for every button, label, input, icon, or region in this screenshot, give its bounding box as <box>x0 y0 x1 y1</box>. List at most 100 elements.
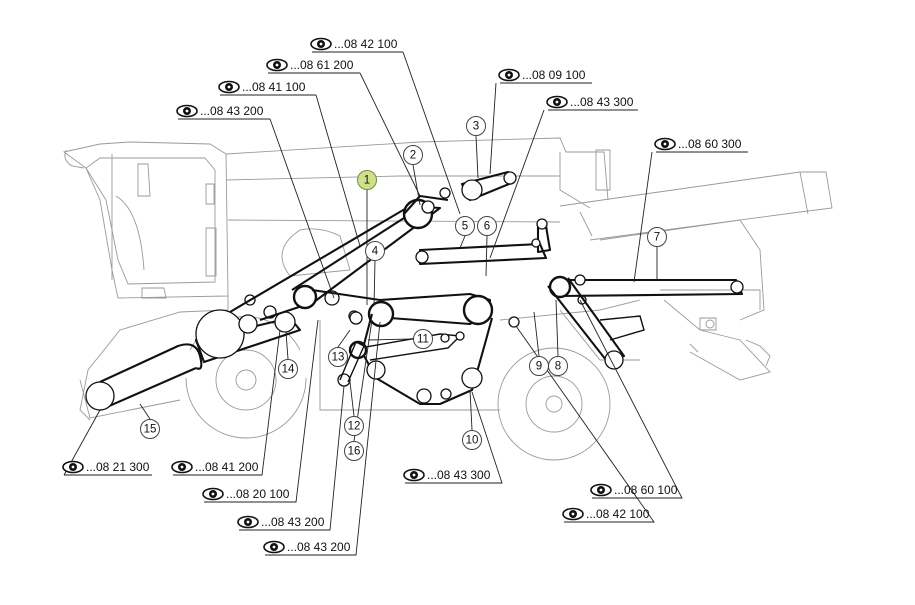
belt-5 <box>418 242 548 266</box>
callout-11[interactable]: 11 <box>413 329 433 349</box>
belt-6 <box>536 224 552 254</box>
belt-main-2 <box>291 217 405 291</box>
callout-8[interactable]: 8 <box>548 356 568 376</box>
reference-labels: ...08 42 100 ...08 61 200 ...08 09 100 ...0… <box>62 37 742 554</box>
reference-text: ...08 42 100 <box>334 37 398 51</box>
reference-label[interactable]: ...08 43 200 <box>263 540 351 554</box>
reference-label[interactable]: ...08 42 100 <box>310 37 398 51</box>
reference-text: ...08 60 300 <box>678 137 742 151</box>
reference-label[interactable]: ...08 43 300 <box>546 95 634 109</box>
reference-text: ...08 43 200 <box>200 104 264 118</box>
belt-14 <box>194 316 302 364</box>
reference-text: ...08 60 100 <box>614 483 678 497</box>
leader-lines <box>63 51 748 556</box>
callout-circle <box>413 329 433 349</box>
eye-icon <box>266 58 288 72</box>
callout-number: 9 <box>536 361 542 373</box>
callout-3[interactable]: 3 <box>466 116 486 136</box>
reference-label[interactable]: ...08 61 200 <box>266 58 354 72</box>
eye-icon <box>310 37 332 51</box>
eye-icon <box>237 515 259 529</box>
reference-text: ...08 61 200 <box>290 58 354 72</box>
reference-label[interactable]: ...08 43 300 <box>403 468 491 482</box>
callout-circle <box>462 430 482 450</box>
callout-circle <box>278 359 298 379</box>
eye-icon <box>263 540 285 554</box>
callout-circle <box>466 116 486 136</box>
callout-number: 11 <box>417 334 429 346</box>
callout-circle <box>455 216 475 236</box>
reference-label[interactable]: ...08 20 100 <box>202 487 290 501</box>
callout-circle <box>529 356 549 376</box>
reference-text: ...08 21 300 <box>86 460 150 474</box>
callout-number: 15 <box>144 424 157 436</box>
callout-12[interactable]: 12 <box>344 416 364 436</box>
reference-text: ...08 43 300 <box>427 468 491 482</box>
machine-outline <box>62 137 833 461</box>
belts <box>85 170 744 411</box>
callout-number: 12 <box>348 421 361 433</box>
reference-label[interactable]: ...08 42 100 <box>562 507 650 521</box>
eye-icon <box>176 104 198 118</box>
eye-icon <box>403 468 425 482</box>
callout-number: 8 <box>555 361 561 373</box>
callout-9[interactable]: 9 <box>529 356 549 376</box>
reference-text: ...08 41 100 <box>242 80 306 94</box>
callout-circle <box>365 241 385 261</box>
callout-circle <box>328 347 348 367</box>
reference-text: ...08 43 200 <box>261 515 325 529</box>
callout-number: 10 <box>466 435 479 447</box>
callout-circle <box>477 216 497 236</box>
callout-number: 14 <box>282 364 295 376</box>
eye-icon <box>654 137 676 151</box>
reference-label[interactable]: ...08 21 300 <box>62 460 150 474</box>
callout-1[interactable]: 1 <box>357 170 377 190</box>
callout-number: 1 <box>364 175 370 187</box>
reference-text: ...08 20 100 <box>226 487 290 501</box>
reference-label[interactable]: ...08 41 200 <box>171 460 259 474</box>
eye-icon <box>498 68 520 82</box>
callout-circle <box>344 441 364 461</box>
callout-circle <box>403 145 423 165</box>
reference-label[interactable]: ...08 41 100 <box>218 80 306 94</box>
callout-16[interactable]: 16 <box>344 441 364 461</box>
reference-text: ...08 43 300 <box>570 95 634 109</box>
reference-text: ...08 09 100 <box>522 68 586 82</box>
reference-label[interactable]: ...08 60 300 <box>654 137 742 151</box>
reference-text: ...08 43 200 <box>287 540 351 554</box>
belt-15 <box>99 343 203 411</box>
callout-number: 13 <box>332 352 345 364</box>
reference-label[interactable]: ...08 09 100 <box>498 68 586 82</box>
callout-number: 3 <box>473 121 479 133</box>
reference-label[interactable]: ...08 43 200 <box>176 104 264 118</box>
callout-13[interactable]: 13 <box>328 347 348 367</box>
belt-7 <box>559 278 744 298</box>
callout-15[interactable]: 15 <box>140 419 160 439</box>
callout-number: 5 <box>462 221 468 233</box>
reference-text: ...08 42 100 <box>586 507 650 521</box>
callout-5[interactable]: 5 <box>455 216 475 236</box>
eye-icon <box>562 507 584 521</box>
eye-icon <box>546 95 568 109</box>
eye-icon <box>171 460 193 474</box>
belt-4 <box>311 288 492 326</box>
reference-label[interactable]: ...08 60 100 <box>590 483 678 497</box>
callout-circle <box>647 227 667 247</box>
callout-number: 7 <box>654 232 660 244</box>
callout-number: 6 <box>484 221 490 233</box>
eye-icon <box>62 460 84 474</box>
callout-7[interactable]: 7 <box>647 227 667 247</box>
eye-icon <box>218 80 240 94</box>
callout-circle <box>344 416 364 436</box>
eye-icon <box>590 483 612 497</box>
callout-6[interactable]: 6 <box>477 216 497 236</box>
callout-4[interactable]: 4 <box>365 241 385 261</box>
reference-label[interactable]: ...08 43 200 <box>237 515 325 529</box>
callout-number: 16 <box>348 446 361 458</box>
callout-10[interactable]: 10 <box>462 430 482 450</box>
callout-14[interactable]: 14 <box>278 359 298 379</box>
callout-2[interactable]: 2 <box>403 145 423 165</box>
reference-text: ...08 41 200 <box>195 460 259 474</box>
